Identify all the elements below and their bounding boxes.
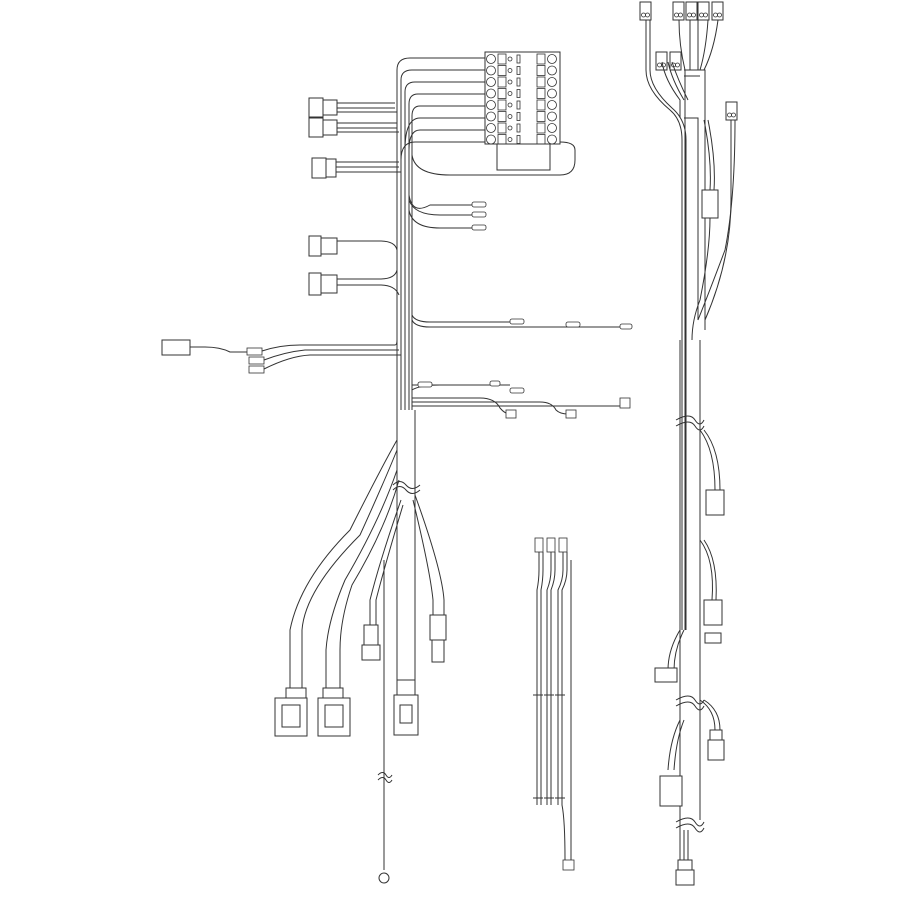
terminal-screw [547,54,557,64]
terminal-cell [536,65,546,76]
terminal-cell [516,66,521,75]
terminal-screw [507,68,513,73]
terminal-screw [547,88,557,99]
connector-4 [308,235,398,257]
terminal-cell [497,122,507,134]
pigtail-connector-left [161,339,401,374]
main-trunk-wires [396,57,576,410]
connector-large-2 [317,687,351,737]
terminal-screw [507,91,513,96]
terminal-cell [536,134,546,145]
two-pin-connector [685,1,698,21]
terminal-screw [486,54,496,64]
ring-terminal [378,872,390,884]
connector-1 [308,97,397,118]
two-pin-connector [697,1,710,21]
terminal-screw [507,125,513,131]
two-pin-connector [672,1,685,21]
terminal-cell [516,135,521,144]
terminal-cell [536,111,546,122]
terminal-screw [547,65,557,76]
terminal-screw [507,137,513,142]
terminal-cell [497,134,507,145]
ring-terminal-branches [408,194,633,419]
terminal-screw [486,77,496,87]
terminal-screw [507,56,513,62]
main-harness [161,51,633,884]
terminal-cell [497,53,507,65]
connector-3 [311,157,401,179]
three-wire-jumper [533,537,575,871]
connector-pin [717,12,722,18]
terminal-screw [486,100,496,110]
terminal-screw [547,77,557,87]
connector-2 [308,117,399,138]
two-pin-connector [669,51,682,71]
terminal-cell [516,123,521,133]
connector-pin [641,12,646,18]
connector-5 [308,269,400,296]
connector-small-right [429,614,447,663]
terminal-screw [547,123,557,133]
main-sleeve [392,410,421,680]
connector-pin [674,12,679,18]
two-pin-connector [711,1,724,21]
terminal-screw [547,111,557,122]
terminal-cell [536,99,546,111]
terminal-block [484,51,561,171]
terminal-screw [507,102,513,108]
terminal-cell [497,88,507,99]
connector-pin [713,12,718,18]
two-pin-connector [639,1,652,21]
connector-pin [687,12,692,18]
connector-pin [727,112,732,118]
terminal-cell [536,122,546,134]
right-harness [639,1,738,886]
two-pin-connector [655,51,668,71]
terminal-cell [536,53,546,65]
terminal-cell [536,88,546,99]
two-pin-connector [725,101,738,121]
terminal-screw [486,134,496,145]
terminal-screw [486,123,496,133]
connector-pin [731,112,736,118]
terminal-cell [497,111,507,122]
terminal-cell [516,89,521,98]
terminal-cell [536,76,546,88]
connector-small-left [361,624,381,661]
terminal-screw [547,100,557,110]
lower-branches [289,439,445,870]
terminal-cell [497,76,507,88]
connector-large-1 [274,687,308,737]
terminal-cell [516,100,521,110]
connector-sleeve-end [393,679,419,736]
connector-pin [657,62,662,68]
terminal-screw [486,111,496,122]
terminal-screw [486,88,496,99]
connector-pin [675,62,680,68]
terminal-screw [507,114,513,119]
terminal-screw [507,79,513,85]
connector-pin [703,12,708,18]
terminal-cell [516,54,521,64]
connector-pin [699,12,704,18]
connector-pin [678,12,683,18]
connector-pin [645,12,650,18]
terminal-cell [516,77,521,87]
terminal-cell [497,99,507,111]
terminal-screw [547,134,557,145]
connector-pin [691,12,696,18]
terminal-cell [516,112,521,121]
terminal-cell [497,65,507,76]
terminal-screw [486,65,496,76]
